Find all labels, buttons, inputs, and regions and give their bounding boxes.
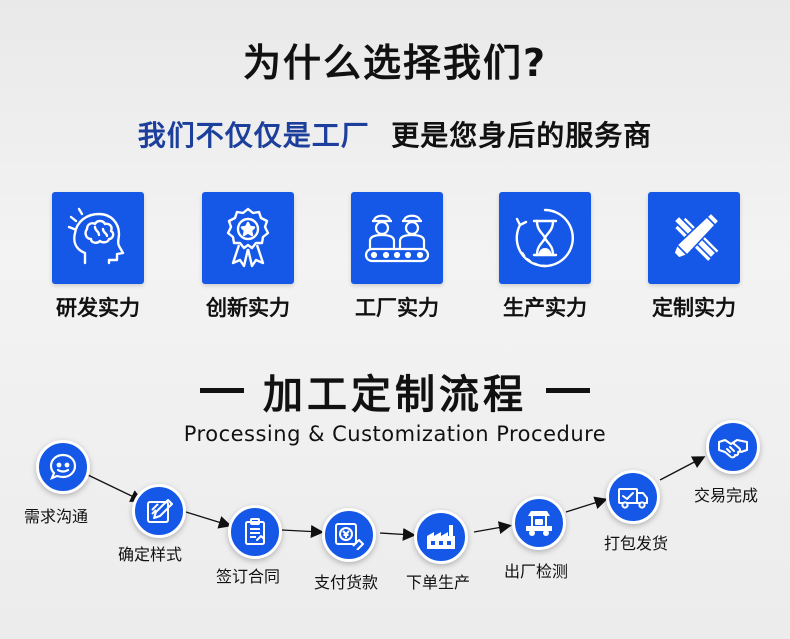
step-label-4: 支付货款	[314, 573, 379, 592]
hourglass-icon	[515, 208, 574, 268]
design-edit-icon	[147, 499, 173, 523]
award-badge-icon	[226, 207, 270, 268]
step-circle-7	[606, 470, 660, 524]
step-circle-2	[132, 484, 186, 538]
inspection-cart-icon	[526, 511, 552, 536]
feature-label-factory: 工厂实力	[355, 296, 439, 320]
delivery-truck-icon	[618, 488, 648, 509]
step-label-6: 出厂检测	[504, 562, 569, 581]
page-subtitle: 我们不仅仅是工厂 更是您身后的服务商	[0, 114, 790, 154]
step-label-5: 下单生产	[406, 573, 471, 592]
feature-label-customization: 定制实力	[652, 296, 736, 320]
step-circle-8	[706, 420, 760, 474]
handshake-icon	[718, 439, 748, 459]
subtitle-part-1: 我们不仅仅是工厂	[137, 119, 370, 152]
step-circle-6	[512, 496, 566, 550]
step-circle-3	[228, 505, 282, 559]
feature-box-production	[499, 192, 591, 284]
step-circle-1	[36, 440, 90, 494]
brain-icon	[67, 207, 125, 265]
process-title: 加工定制流程	[263, 372, 527, 418]
workers-conveyor-icon	[364, 214, 430, 263]
step-label-7: 打包发货	[604, 534, 669, 553]
feature-box-customization	[648, 192, 740, 284]
step-circle-4	[322, 508, 376, 562]
step-label-1: 需求沟通	[24, 507, 89, 526]
step-label-2: 确定样式	[118, 545, 183, 564]
feature-label-production: 生产实力	[503, 296, 587, 320]
step-label-3: 签订合同	[216, 567, 281, 586]
title-dash-left	[200, 388, 244, 393]
page-title: 为什么选择我们?	[242, 41, 548, 85]
step-label-8: 交易完成	[694, 486, 759, 505]
feature-box-factory	[351, 192, 443, 284]
factory-icon	[427, 525, 455, 549]
title-dash-right	[546, 388, 590, 393]
feature-box-rd	[52, 192, 144, 284]
step-circle-5	[414, 510, 468, 564]
payment-icon	[335, 523, 364, 550]
process-subtitle: Processing & Customization Procedure	[183, 422, 607, 446]
feature-box-innovation	[202, 192, 294, 284]
feature-label-rd: 研发实力	[56, 296, 140, 320]
chat-bubble-icon	[49, 453, 77, 480]
contract-icon	[245, 518, 265, 545]
subtitle-part-2: 更是您身后的服务商	[391, 119, 653, 152]
feature-label-innovation: 创新实力	[206, 296, 290, 320]
ruler-pencil-icon	[669, 211, 721, 264]
